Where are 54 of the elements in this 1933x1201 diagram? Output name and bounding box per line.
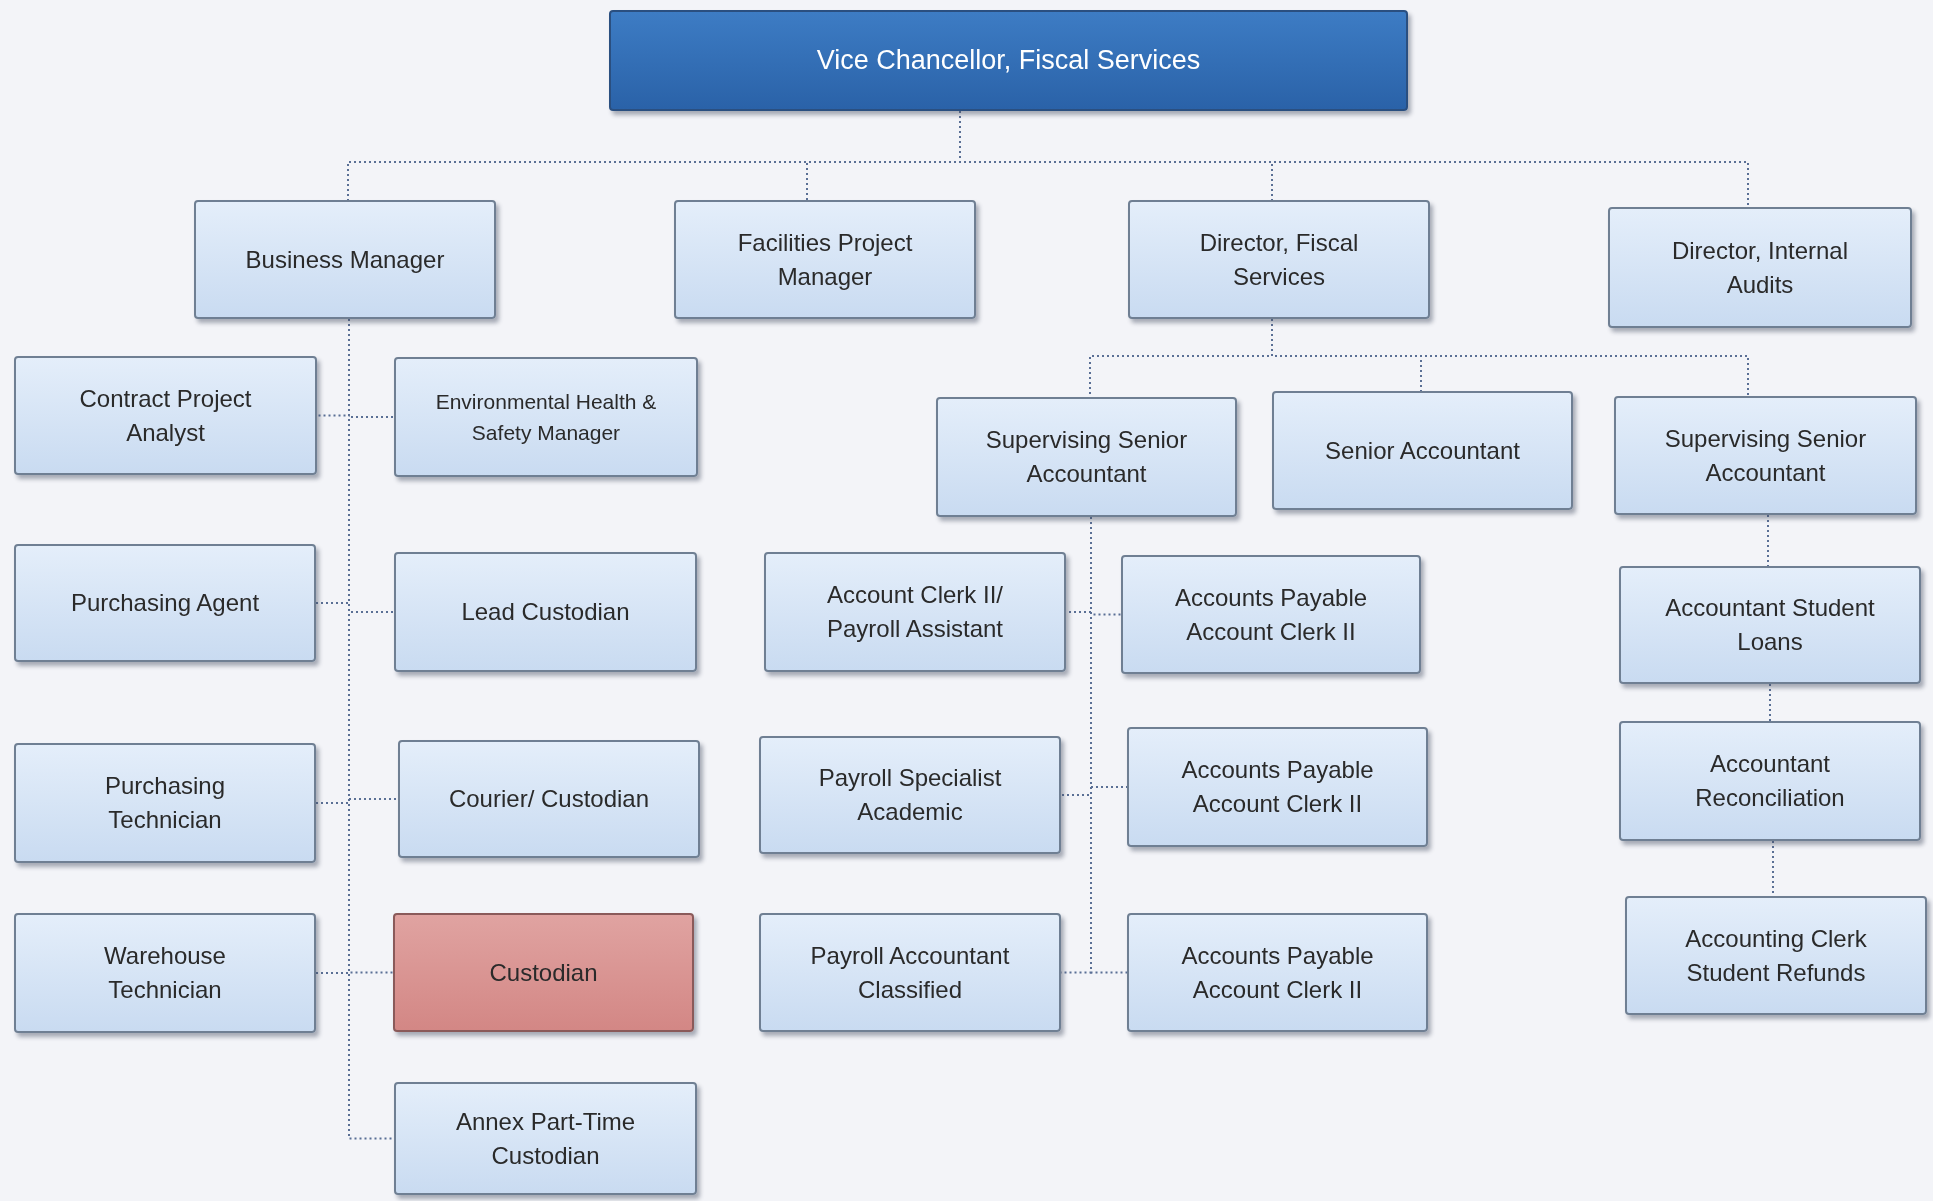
position-title: Vice Chancellor, Fiscal Services — [816, 43, 1201, 77]
position-box — [1127, 913, 1428, 1032]
position-box — [674, 200, 976, 319]
position-box — [759, 913, 1061, 1032]
position-title: Accounting Clerk Student Refunds — [1684, 923, 1868, 988]
position-title: Supervising Senior Accountant — [1663, 423, 1868, 488]
position-box — [14, 544, 316, 662]
position-title: Accountant Reconciliation — [1694, 749, 1846, 813]
position-title: Accountant Student Loans — [1664, 593, 1876, 657]
position-box — [394, 552, 697, 672]
position-box — [394, 1082, 697, 1195]
position-box — [764, 552, 1066, 672]
position-title: Warehouse Technician — [103, 941, 227, 1005]
position-box — [609, 10, 1408, 111]
position-box — [759, 736, 1061, 854]
position-box — [14, 913, 316, 1033]
position-box — [1121, 555, 1421, 674]
position-box — [936, 397, 1237, 517]
position-box — [1128, 200, 1430, 319]
position-title: Director, Fiscal Services — [1198, 227, 1360, 292]
connector-line — [1769, 683, 1771, 722]
position-title: Purchasing Technician — [103, 771, 227, 835]
position-box — [1619, 721, 1921, 841]
position-box — [1272, 391, 1573, 510]
position-title: Account Clerk II/ Payroll Assistant — [825, 580, 1005, 644]
position-box — [1625, 896, 1927, 1015]
position-box — [398, 740, 700, 858]
position-box — [194, 200, 496, 319]
position-title: Annex Part-Time Custodian — [454, 1106, 637, 1171]
position-title: Director, Internal Audits — [1670, 235, 1850, 300]
position-title: Custodian — [489, 957, 598, 988]
position-box — [14, 743, 316, 863]
position-box — [1127, 727, 1428, 847]
position-box — [393, 913, 694, 1032]
position-title: Courier/ Custodian — [448, 784, 650, 815]
position-title: Senior Accountant — [1325, 435, 1520, 466]
position-box — [14, 356, 317, 475]
position-title: Accounts Payable Account Clerk II — [1180, 755, 1375, 819]
position-title: Facilities Project Manager — [736, 227, 914, 292]
position-title: Contract Project Analyst — [78, 383, 253, 448]
position-title: Environmental Health & Safety Manager — [434, 388, 658, 446]
position-title: Business Manager — [245, 244, 445, 275]
position-title: Lead Custodian — [461, 597, 630, 628]
position-box — [1608, 207, 1912, 328]
position-title: Accounts Payable Account Clerk II — [1173, 582, 1369, 647]
position-title: Payroll Accountant Classified — [809, 940, 1011, 1005]
position-title: Purchasing Agent — [70, 588, 260, 619]
position-box — [394, 357, 698, 477]
position-title: Payroll Specialist Academic — [817, 763, 1003, 827]
position-box — [1619, 566, 1921, 684]
position-title: Supervising Senior Accountant — [984, 425, 1189, 489]
position-box — [1614, 396, 1917, 515]
connector-line — [1767, 514, 1769, 567]
position-title: Accounts Payable Account Clerk II — [1180, 940, 1375, 1005]
